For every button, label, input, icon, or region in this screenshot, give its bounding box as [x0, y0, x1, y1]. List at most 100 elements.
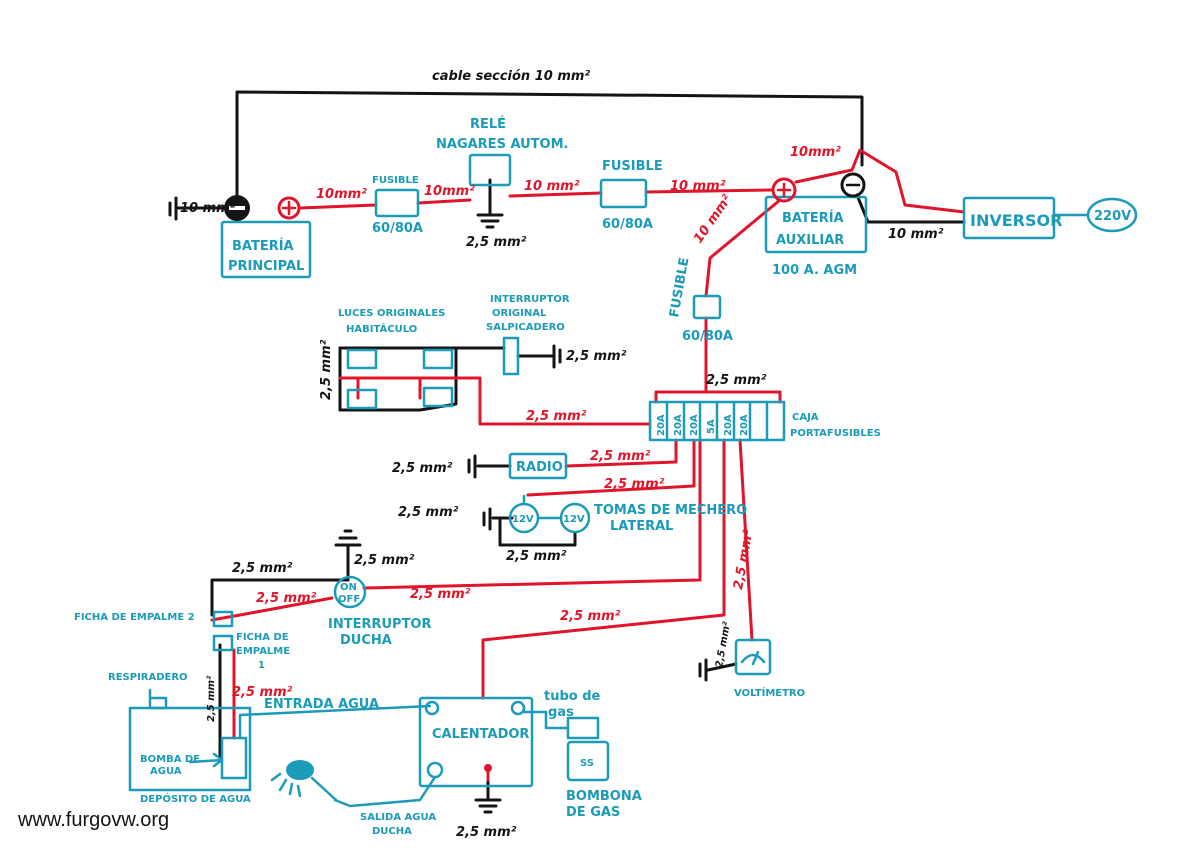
light-3 — [346, 388, 378, 410]
label-luces-1: LUCES ORIGINALES — [338, 308, 445, 319]
label-220v: 220V — [1094, 209, 1131, 224]
light-2 — [422, 348, 454, 370]
label-cable-top: cable sección 10 mm² — [432, 69, 590, 84]
label-caja-1: CAJA — [792, 412, 819, 423]
label-caja-top: 2,5 mm² — [706, 373, 767, 388]
voltmeter-icon — [734, 638, 772, 676]
label-interr-ground: 2,5 mm² — [566, 349, 627, 364]
label-bomba-2: AGUA — [150, 766, 182, 777]
label-luces-red: 2,5 mm² — [526, 409, 587, 424]
label-bat-principal-2: PRINCIPAL — [228, 259, 304, 274]
label-wire-10-a: 10mm² — [316, 187, 367, 202]
label-interr-ducha-1: INTERRUPTOR — [328, 617, 432, 632]
label-bat-principal-1: BATERÍA — [232, 238, 294, 254]
label-wire-10-inv: 10 mm² — [888, 227, 944, 242]
label-ficha-1-2: EMPALME — [236, 646, 290, 657]
label-inversor: INVERSOR — [970, 211, 1062, 230]
label-ficha-1-3: 1 — [258, 660, 265, 671]
label-bat-aux-spec: 100 A. AGM — [772, 263, 857, 278]
label-bomba-red-v: 2,5 mm² — [232, 685, 293, 700]
label-bombona-mark: SS — [580, 758, 594, 769]
label-fusible-2: FUSIBLE — [602, 159, 663, 174]
label-voltimetro: VOLTÍMETRO — [734, 686, 805, 699]
label-red-bomba: 2,5 mm² — [256, 591, 317, 606]
label-luces-wire: 2,5 mm² — [319, 339, 334, 400]
label-fusible-2-rating: 60/80A — [602, 217, 653, 232]
light-4 — [422, 386, 454, 408]
label-interr-ducha-2: DUCHA — [340, 633, 392, 648]
label-volt-ground: 2,5 mm² — [714, 620, 733, 668]
label-fusible-1-rating: 60/80A — [372, 221, 423, 236]
fuse-label-2: 20A — [673, 414, 684, 436]
fuse-label-3: 20A — [689, 414, 700, 436]
label-rele-2: NAGARES AUTOM. — [436, 137, 568, 152]
label-wire-10-f: 10 mm² — [691, 192, 735, 246]
red-wires — [210, 148, 966, 782]
label-rele-ground: 2,5 mm² — [466, 235, 527, 250]
minus-terminal-aux — [840, 172, 866, 198]
label-interr-ducha-ground: 2,5 mm² — [354, 553, 415, 568]
label-interr-1: INTERRUPTOR — [490, 294, 570, 305]
label-respiradero: RESPIRADERO — [108, 672, 188, 683]
shower-head-icon — [286, 760, 314, 780]
fuse-2 — [599, 178, 648, 209]
label-radio: RADIO — [516, 460, 563, 475]
label-tomas-1: TOMAS DE MECHERO — [594, 503, 747, 518]
label-ficha-2: FICHA DE EMPALME 2 — [74, 612, 195, 623]
220v-outlet — [1086, 197, 1138, 233]
label-bat-aux-2: AUXILIAR — [776, 233, 844, 248]
water-heater — [418, 696, 534, 788]
fuse-label-4: 5A — [706, 419, 717, 434]
label-wire-10-e: 10mm² — [790, 145, 841, 160]
relay-box — [468, 153, 512, 187]
label-red-calentador: 2,5 mm² — [560, 609, 621, 624]
label-tubo-2: gas — [548, 705, 574, 720]
label-caja-2: PORTAFUSIBLES — [790, 428, 881, 439]
label-bombona-1: BOMBONA — [566, 789, 642, 804]
gas-bottle — [566, 740, 610, 782]
battery-auxiliar — [764, 195, 868, 254]
label-ficha-1-1: FICHA DE — [236, 632, 289, 643]
shower-switch — [333, 575, 367, 609]
components — [128, 153, 1138, 808]
plus-terminal-principal — [277, 196, 301, 220]
label-tomas-2: LATERAL — [610, 519, 673, 534]
fuse-label-1: 20A — [656, 414, 667, 436]
battery-principal — [220, 220, 312, 279]
label-wire-10-b: 10mm² — [424, 184, 475, 199]
label-10mm-ground: 10 mm² — [180, 201, 236, 216]
label-bomba-top: 2,5 mm² — [232, 561, 293, 576]
light-1 — [346, 348, 378, 370]
label-bombona-2: DE GAS — [566, 805, 620, 820]
label-deposito: DEPÓSITO DE AGUA — [140, 792, 251, 805]
connector-1 — [212, 634, 234, 652]
label-cal-ground: 2,5 mm² — [456, 825, 517, 840]
label-red-volt: 2,5 mm² — [731, 528, 756, 590]
label-bat-aux-1: BATERÍA — [782, 210, 844, 226]
label-radio-ground: 2,5 mm² — [392, 461, 453, 476]
water-pump — [220, 736, 248, 780]
label-on: ON — [340, 582, 357, 593]
label-fusible-3-rating: 60/80A — [682, 329, 733, 344]
label-salida-1: SALIDA AGUA — [360, 812, 436, 823]
label-entrada-agua: ENTRADA AGUA — [264, 697, 379, 712]
label-red-ducha: 2,5 mm² — [410, 587, 471, 602]
plus-terminal-aux — [771, 177, 797, 203]
label-interr-2: ORIGINAL — [492, 308, 547, 319]
label-fusible-3: FUSIBLE — [667, 256, 692, 318]
label-mechero-ground: 2,5 mm² — [398, 505, 459, 520]
fuse-3 — [692, 294, 722, 320]
label-calentador: CALENTADOR — [432, 727, 529, 742]
label-off: OFF — [338, 594, 360, 605]
fuse-label-6: 20A — [739, 414, 750, 436]
switch-original — [502, 336, 520, 376]
radio-box — [508, 452, 568, 480]
label-interr-3: SALPICADERO — [486, 322, 565, 333]
label-wire-10-c: 10 mm² — [524, 179, 580, 194]
label-wire-10-d: 10 mm² — [670, 179, 726, 194]
label-tubo-1: tubo de — [544, 689, 601, 704]
site-watermark: www.furgovw.org — [17, 809, 169, 831]
label-mechero-wire: 2,5 mm² — [604, 477, 665, 492]
labels: cable sección 10 mm² 10 mm² BATERÍA PRIN… — [17, 69, 1131, 840]
